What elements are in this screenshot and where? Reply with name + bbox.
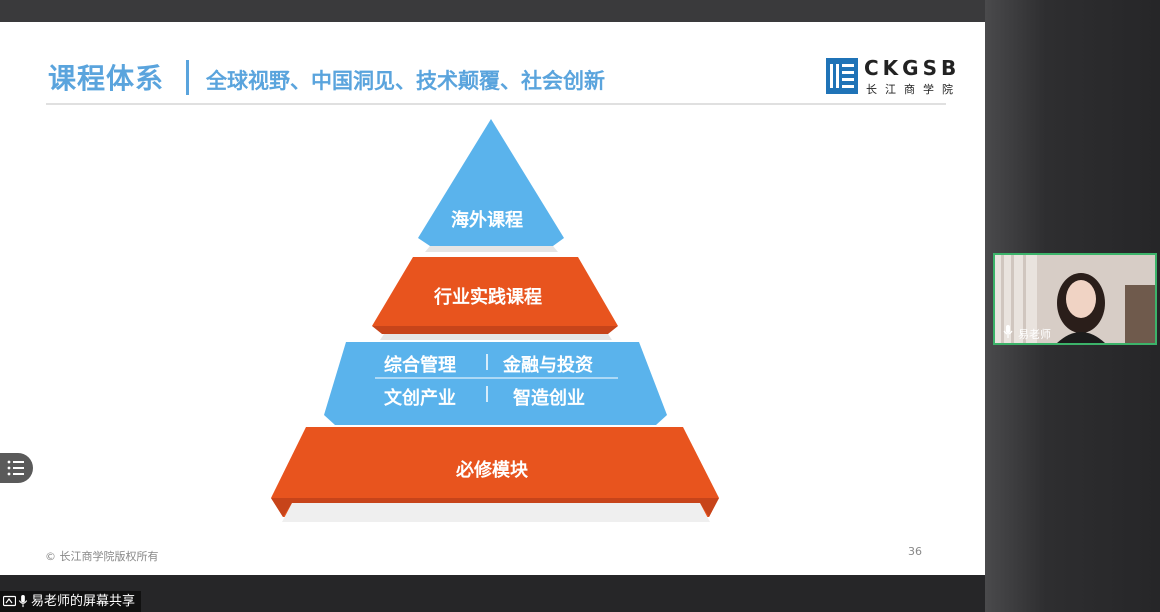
logo-letters: CKGSB [864, 56, 961, 80]
top-bar [0, 0, 985, 22]
screen-share-label: 易老师的屏幕共享 [31, 594, 136, 609]
header-rule [46, 103, 946, 105]
pyramid-tier-1-shape [418, 119, 564, 246]
screen-share-indicator: 易老师的屏幕共享 [0, 591, 142, 612]
screen-share-icon [3, 595, 16, 607]
participant-video-tile[interactable] [993, 253, 1157, 345]
pyramid-tier-2-label: 行业实践课程 [434, 287, 542, 308]
pyramid-tier-2-shape [372, 257, 618, 326]
list-icon [7, 460, 24, 476]
title-divider [186, 60, 189, 95]
pyramid-tier-3-item: 金融与投资 [503, 355, 593, 376]
pyramid-tier-3-item: 文创产业 [384, 388, 456, 409]
slide-subtitle: 全球视野、中国洞见、技术颠覆、社会创新 [206, 69, 605, 93]
pyramid-tier-3-item: 综合管理 [384, 355, 456, 376]
slide-title: 课程体系 [48, 62, 165, 95]
pyramid-tier-4-label: 必修模块 [456, 460, 528, 481]
pyramid-tier-4-shape [271, 427, 719, 517]
pyramid-graphic [271, 119, 719, 522]
pyramid-tier-3-shape [324, 342, 667, 425]
participant-name: 易老师 [1018, 328, 1051, 341]
logo-chinese-name: 长江商学院 [866, 83, 961, 96]
microphone-icon [1003, 325, 1013, 338]
participant-video-feed [995, 255, 1155, 343]
bottom-bar [0, 575, 985, 612]
microphone-icon [18, 595, 28, 608]
list-toggle-button[interactable] [0, 453, 33, 483]
pyramid-tier-3-item: 智造创业 [513, 388, 585, 409]
pyramid-tier-1-label: 海外课程 [451, 210, 523, 231]
copyright-text: © 长江商学院版权所有 [45, 550, 159, 563]
ckgsb-logo-icon [826, 58, 858, 94]
slide-page-number: 36 [908, 545, 922, 558]
